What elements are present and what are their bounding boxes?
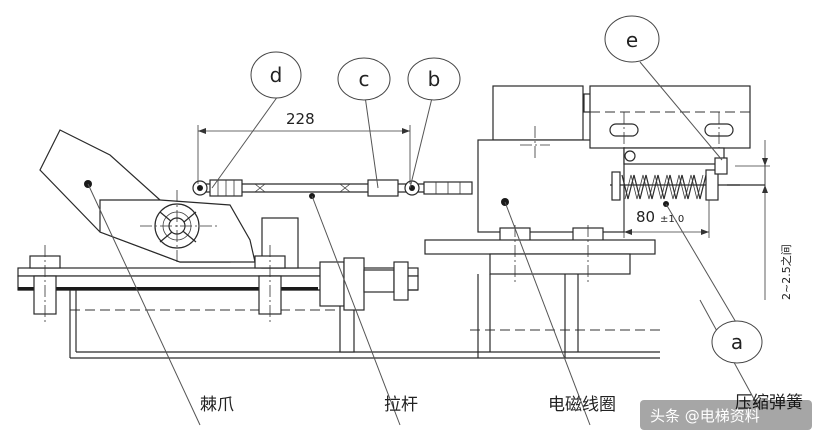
dim-gap-text: 2~2.5之间	[779, 244, 793, 300]
compression-spring	[610, 157, 770, 201]
dimension-gap: 2~2.5之间	[762, 140, 793, 300]
watermark-text: 头条 @电梯资料	[650, 407, 760, 425]
dimension-rod-span: 228	[197, 110, 411, 184]
solenoid	[424, 85, 656, 358]
pawl	[39, 129, 299, 269]
callout-e: e	[604, 15, 660, 63]
label-pawl: 棘爪	[200, 395, 234, 415]
leader-lines	[87, 61, 761, 426]
label-solenoid: 电磁线圈	[548, 395, 616, 415]
callout-a-label: a	[731, 330, 743, 354]
dim-80-text: 80	[636, 208, 655, 226]
dim-80-tolerance: ±1.0	[660, 214, 684, 225]
callout-c-label: c	[359, 67, 370, 91]
label-pull-rod: 拉杆	[384, 395, 418, 415]
callout-a: a	[711, 320, 763, 364]
callout-d: d	[250, 51, 302, 99]
pull-rod	[192, 179, 473, 199]
callout-d-label: d	[270, 63, 283, 87]
label-spring: 压缩弹簧	[735, 393, 803, 413]
mounting-bracket	[589, 85, 751, 165]
base-frame	[17, 267, 660, 359]
watermark: 头条 @电梯资料	[640, 400, 812, 430]
callout-c: c	[337, 57, 391, 101]
dim-228-text: 228	[286, 110, 315, 128]
callout-b: b	[407, 57, 461, 101]
callout-e-label: e	[626, 28, 638, 52]
callout-b-label: b	[428, 67, 441, 91]
